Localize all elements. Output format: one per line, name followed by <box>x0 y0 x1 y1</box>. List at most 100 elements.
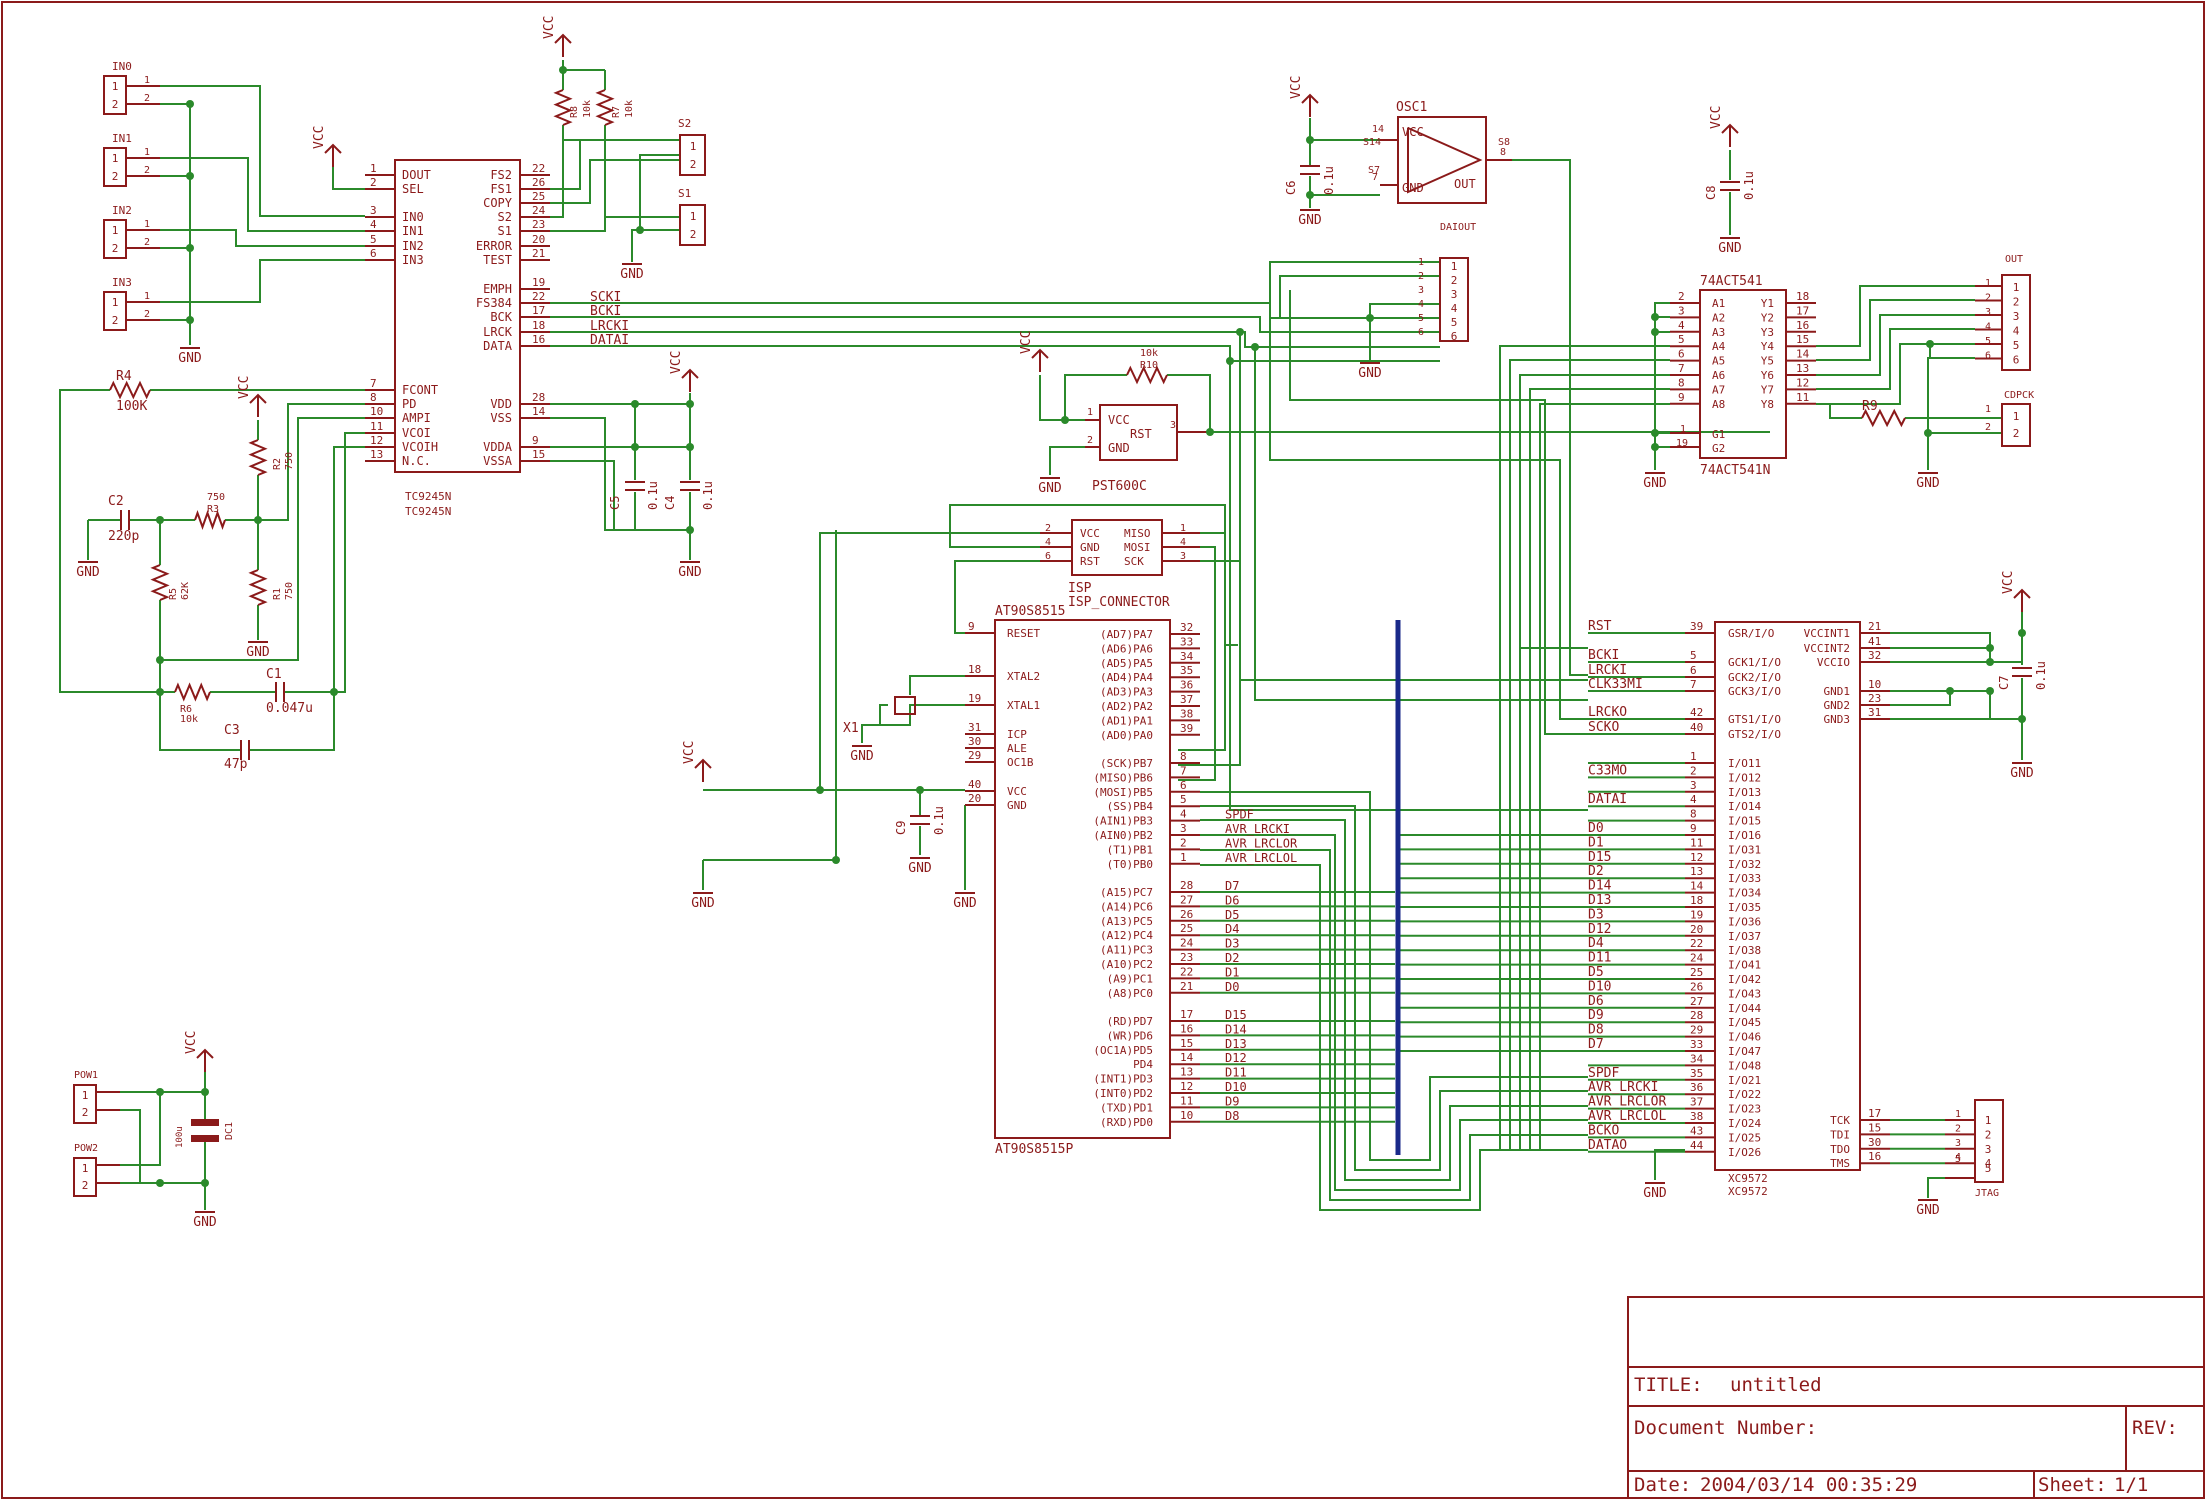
pin-number: 33 <box>1180 635 1193 648</box>
pin-number: 30 <box>968 735 981 748</box>
pin-name: I/O12 <box>1728 771 1761 784</box>
net-label: D12 <box>1588 922 1611 937</box>
pin-number: 36 <box>1690 1081 1703 1094</box>
pin-number: 1 <box>112 296 119 309</box>
daiout-pin-number: 2 <box>1451 274 1458 287</box>
pin-number: 3 <box>1170 420 1176 431</box>
pin-name: IN3 <box>402 253 424 267</box>
c5-label: C5 <box>608 496 622 510</box>
pin-number: 35 <box>1690 1067 1703 1080</box>
pin-name: GND2 <box>1824 699 1851 712</box>
c4-label: C4 <box>663 496 677 510</box>
pin-name: DOUT <box>402 168 431 182</box>
pin-name: G1 <box>1712 428 1725 441</box>
junction-dot <box>631 443 639 451</box>
pin-number: 2 <box>112 170 119 183</box>
pin-name: I/O33 <box>1728 872 1761 885</box>
pin-name: GND3 <box>1824 713 1851 726</box>
r10 <box>1126 365 1168 385</box>
r2-label: R2 <box>272 458 283 470</box>
r1-label: R1 <box>272 588 283 600</box>
r10-value: 10k <box>1140 348 1158 359</box>
pin-name: VCCINT1 <box>1804 627 1850 640</box>
pin-number: 10 <box>370 405 383 418</box>
r1 <box>248 569 268 606</box>
junction-dot <box>686 400 694 408</box>
daiout-pin-number: 1 <box>1418 257 1424 268</box>
vcc-label: VCC <box>237 376 252 399</box>
wire <box>59 389 158 693</box>
pin-number: 32 <box>1180 621 1193 634</box>
junction-dot <box>1236 328 1244 336</box>
net-label: D12 <box>1225 1051 1247 1065</box>
pin-number: 10 <box>1180 1109 1193 1122</box>
pin-number: 8 <box>1678 376 1685 389</box>
net-label: D0 <box>1225 980 1239 994</box>
wire <box>1519 647 1588 1150</box>
pin-number: 1 <box>144 75 150 86</box>
vcc-label: VCC <box>1709 106 1724 129</box>
c6-label: C6 <box>1284 181 1298 195</box>
pin-name: I/O14 <box>1728 800 1761 813</box>
pin-name: TDI <box>1830 1128 1850 1141</box>
pin-number: 37 <box>1690 1096 1703 1109</box>
jtag-pin-number: 5 <box>1985 1162 1992 1175</box>
pin-number: 2 <box>1045 523 1051 534</box>
pin-number: 3 <box>370 204 377 217</box>
pin-number: 19 <box>1676 438 1688 449</box>
junction-dot <box>631 400 639 408</box>
pin-name: SEL <box>402 182 424 196</box>
net-label: AVR_LRCKI <box>1588 1080 1658 1095</box>
pin-name: (AD3)PA3 <box>1100 686 1153 699</box>
r5-label: R5 <box>168 588 179 600</box>
isp-pin-name: RST <box>1080 555 1100 568</box>
tc9245-part-label: TC9245N <box>405 505 451 518</box>
pin-number: 8 <box>370 391 377 404</box>
pin-number: 18 <box>532 319 545 332</box>
net-label: D13 <box>1588 893 1611 908</box>
pin-number: 34 <box>1180 650 1194 663</box>
pin-name: (A13)PC5 <box>1100 915 1153 928</box>
pst-gnd-pin: GND <box>1108 441 1130 455</box>
c7-label: C7 <box>1997 676 2011 690</box>
wire <box>334 432 365 693</box>
pin-name: I/O16 <box>1728 829 1761 842</box>
pin-name: OC1B <box>1007 756 1034 769</box>
isp-pin-name: SCK <box>1124 555 1144 568</box>
daiout-pin-number: 5 <box>1451 316 1458 329</box>
sheet-value: 1/1 <box>2114 1474 2148 1496</box>
pin-name: FS384 <box>476 296 512 310</box>
out-pin-number: 6 <box>1985 351 1991 362</box>
wire <box>1499 345 1670 1150</box>
pin-name: A4 <box>1712 340 1726 353</box>
gnd-label: GND <box>246 645 270 660</box>
net-label: D3 <box>1225 937 1239 951</box>
power-connector-name: POW1 <box>74 1070 98 1081</box>
net-label: D13 <box>1225 1037 1247 1051</box>
pin-name: FS2 <box>490 168 512 182</box>
vcc-symbol <box>1031 348 1049 359</box>
pin-number: 1 <box>82 1089 89 1102</box>
gnd-label: GND <box>1916 476 1940 491</box>
pin-number: 5 <box>370 233 377 246</box>
vcc-symbol <box>196 1048 214 1059</box>
pin-name: Y6 <box>1761 369 1774 382</box>
net-label: D9 <box>1588 1008 1604 1023</box>
net-label: BCKI <box>1588 648 1619 663</box>
pin-name: A5 <box>1712 355 1725 368</box>
vcc-symbol <box>681 368 699 379</box>
pin-name: S2 <box>498 210 512 224</box>
pin-number: 2 <box>690 158 697 171</box>
wire <box>160 417 365 661</box>
daiout-pin-number: 4 <box>1451 302 1458 315</box>
c4-value: 0.1u <box>701 481 715 510</box>
junction-dot <box>2018 715 2026 723</box>
pin-number: 7 <box>1372 172 1378 183</box>
gnd-label: GND <box>1643 476 1667 491</box>
pin-name: (T0)PB0 <box>1107 858 1153 871</box>
pin-number: 21 <box>1180 980 1193 993</box>
pin-name: (AD4)PA4 <box>1100 671 1153 684</box>
net-label: D2 <box>1225 951 1239 965</box>
wire <box>1269 261 1440 318</box>
junction-dot <box>1651 328 1659 336</box>
